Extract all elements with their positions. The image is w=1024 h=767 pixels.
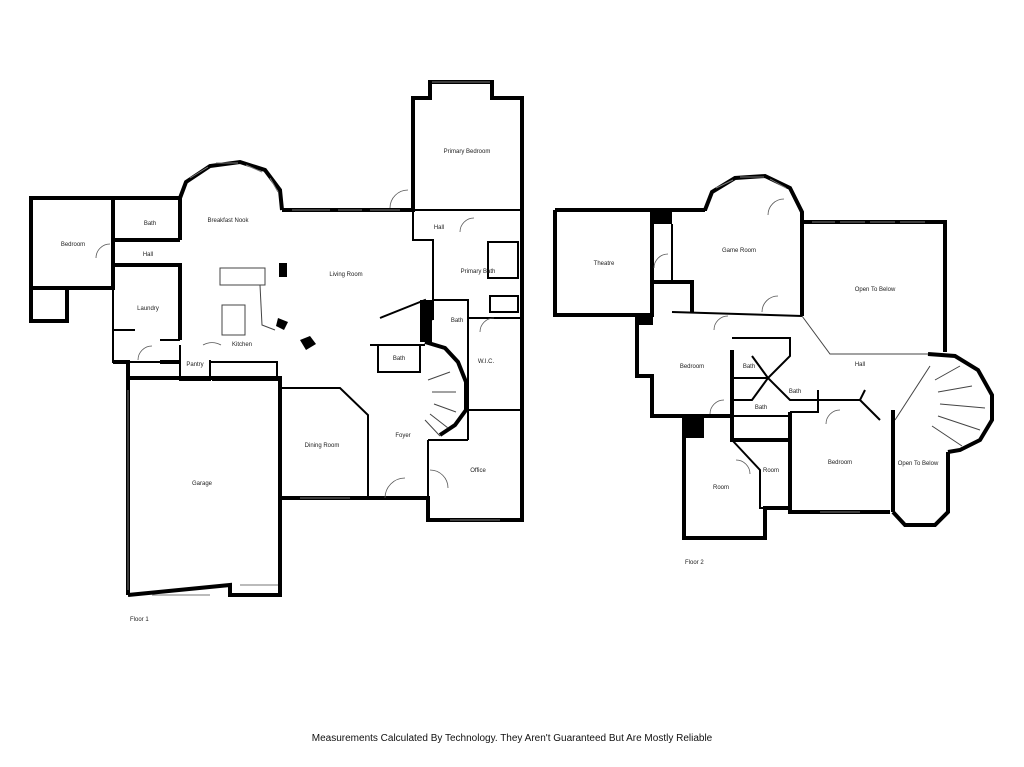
floor-2-label: Floor 2 bbox=[685, 560, 704, 566]
f2-open-below-rail bbox=[801, 315, 945, 355]
floor-1-plan: Primary Bedroom Breakfast Nook Bath Bedr… bbox=[29, 80, 524, 623]
f2-door-swings bbox=[653, 198, 841, 475]
f1-kitchen-counters bbox=[219, 267, 276, 336]
f1-room-hall-left: Hall bbox=[143, 252, 153, 258]
f2-room-small-walls bbox=[731, 439, 790, 509]
f1-living-columns bbox=[276, 318, 316, 350]
f1-room-kitchen: Kitchen bbox=[232, 342, 252, 348]
f2-open-below-lower-outline bbox=[892, 365, 949, 526]
f2-room-open-below-lower: Open To Below bbox=[898, 461, 939, 467]
f1-room-bath-upper: Bath bbox=[144, 221, 156, 227]
f1-room-office: Office bbox=[470, 468, 486, 474]
f2-bedroom-right-walls bbox=[790, 389, 881, 421]
f2-room-open-below-upper: Open To Below bbox=[855, 287, 896, 293]
f2-room-game-room: Game Room bbox=[722, 248, 756, 254]
f1-left-wing-walls bbox=[29, 196, 115, 323]
f2-room-bath-c: Bath bbox=[755, 405, 767, 411]
f2-room-column bbox=[684, 418, 704, 438]
f1-bath-hall-walls bbox=[113, 196, 182, 340]
f1-room-garage: Garage bbox=[192, 481, 213, 487]
f1-breakfast-nook-bay bbox=[178, 159, 284, 211]
f1-fireplace-block bbox=[279, 263, 287, 277]
f1-room-breakfast-nook: Breakfast Nook bbox=[207, 218, 249, 224]
f1-room-pantry: Pantry bbox=[186, 362, 203, 368]
f2-bed-column bbox=[637, 315, 653, 325]
f2-room-hall: Hall bbox=[855, 362, 865, 368]
f2-game-room-bay bbox=[703, 173, 804, 316]
f2-room-room-large: Room bbox=[713, 485, 729, 491]
f1-primary-suite-walls bbox=[412, 209, 522, 411]
f2-bath-cluster-walls bbox=[732, 337, 818, 417]
f1-lower-left-walls bbox=[113, 360, 180, 595]
f1-room-dining: Dining Room bbox=[305, 443, 340, 449]
f1-room-primary-bath: Primary Bath bbox=[461, 269, 496, 275]
f1-room-wic: W.I.C. bbox=[478, 359, 495, 365]
f1-room-primary-bedroom: Primary Bedroom bbox=[444, 149, 491, 155]
measurement-disclaimer: Measurements Calculated By Technology. T… bbox=[311, 733, 713, 744]
floor-2-plan: Game Room Theatre Open To Below Hall Bed… bbox=[553, 173, 994, 566]
f1-garage-walls bbox=[128, 376, 282, 498]
f2-theatre-walls bbox=[553, 208, 707, 317]
f1-room-bath-primary-wc: Bath bbox=[451, 318, 463, 324]
f1-primary-bath-fixtures bbox=[487, 241, 519, 313]
f1-garage-doors bbox=[127, 390, 278, 596]
f2-room-bath-a: Bath bbox=[743, 364, 755, 370]
f2-theatre-column bbox=[652, 210, 672, 224]
f1-main-exterior bbox=[127, 80, 524, 597]
f2-room-bath-b: Bath bbox=[789, 389, 801, 395]
f1-stair-treads bbox=[424, 371, 457, 437]
f2-bedroom-left-walls bbox=[635, 315, 734, 418]
f1-room-laundry: Laundry bbox=[137, 306, 159, 312]
f1-door-swings bbox=[95, 189, 495, 499]
f2-lower-right-walls bbox=[788, 410, 950, 527]
f2-game-room-walls bbox=[671, 224, 803, 317]
f2-room-room-small: Room bbox=[763, 468, 779, 474]
f1-office-walls bbox=[427, 410, 469, 520]
f2-room-theatre: Theatre bbox=[594, 261, 615, 267]
f1-room-living: Living Room bbox=[329, 272, 362, 278]
f1-nook-windows bbox=[189, 162, 279, 193]
f1-foyer-stair bbox=[424, 340, 468, 437]
floor-1-label: Floor 1 bbox=[130, 617, 149, 623]
f1-room-bath-foyer: Bath bbox=[393, 356, 405, 362]
f1-room-foyer: Foyer bbox=[395, 433, 410, 439]
f1-dining-walls bbox=[280, 387, 369, 498]
f2-game-windows bbox=[715, 176, 787, 189]
f2-stair-treads bbox=[931, 365, 986, 447]
f2-room-bedroom-right: Bedroom bbox=[828, 460, 852, 466]
f2-room-bedroom-left: Bedroom bbox=[680, 364, 704, 370]
f1-room-bedroom: Bedroom bbox=[61, 242, 85, 248]
f2-curved-stair bbox=[927, 352, 994, 454]
f1-foyer-column bbox=[420, 300, 432, 342]
f1-room-hall-right: Hall bbox=[434, 225, 444, 231]
